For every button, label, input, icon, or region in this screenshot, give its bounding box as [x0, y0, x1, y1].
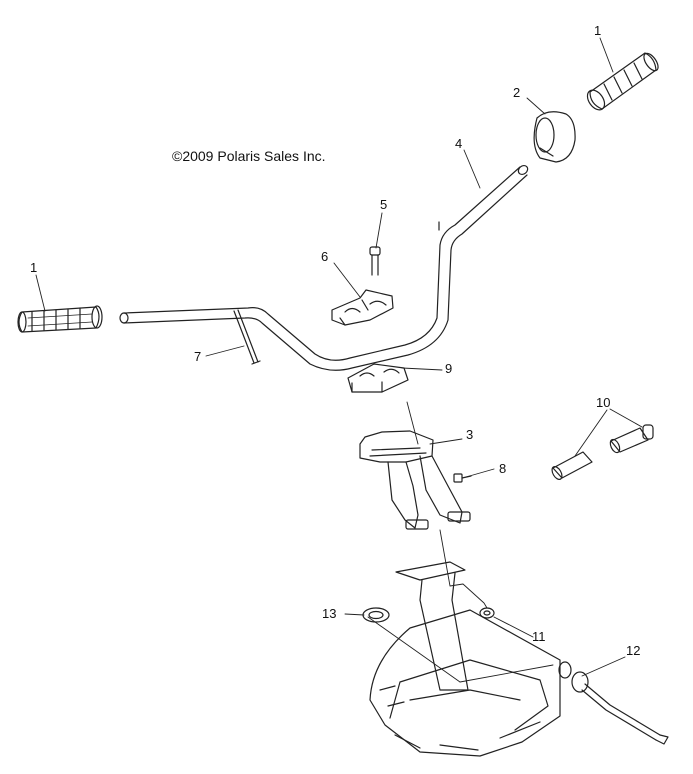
- grip-right: [586, 52, 659, 111]
- grommet-large: [362, 607, 390, 623]
- callout-bolt: 5: [380, 197, 388, 212]
- callout-clamp-lower: 9: [445, 361, 453, 376]
- callout-grommet-large: 13: [322, 606, 337, 621]
- callout-cable: 12: [626, 643, 641, 658]
- bolt: [369, 246, 381, 276]
- callout-rod: 7: [194, 349, 202, 364]
- clamp-upper: [331, 289, 394, 326]
- callout-grommet-small: 11: [532, 629, 546, 644]
- callout-grip-right: 1: [594, 23, 602, 38]
- grommet-small: [479, 607, 495, 619]
- callout-plugs: 10: [596, 395, 611, 410]
- bracket: [359, 430, 471, 530]
- callout-grip-left: 1: [30, 260, 38, 275]
- rod: [233, 309, 261, 365]
- plugs: [551, 424, 654, 480]
- callout-clamp-upper: 6: [321, 249, 329, 264]
- clamp-lower: [347, 363, 409, 393]
- console-housing: [369, 561, 561, 757]
- handlebar: [119, 164, 529, 371]
- callout-screw: 8: [499, 461, 507, 476]
- grip-left: [17, 305, 103, 333]
- screw: [453, 473, 472, 483]
- callout-bracket: 3: [466, 427, 474, 442]
- cable: [558, 661, 669, 745]
- cover: [533, 111, 576, 163]
- callout-cover: 2: [513, 85, 521, 100]
- leader-lines: [35, 37, 643, 683]
- callout-handlebar: 4: [455, 136, 463, 151]
- copyright-notice: ©2009 Polaris Sales Inc.: [172, 148, 326, 164]
